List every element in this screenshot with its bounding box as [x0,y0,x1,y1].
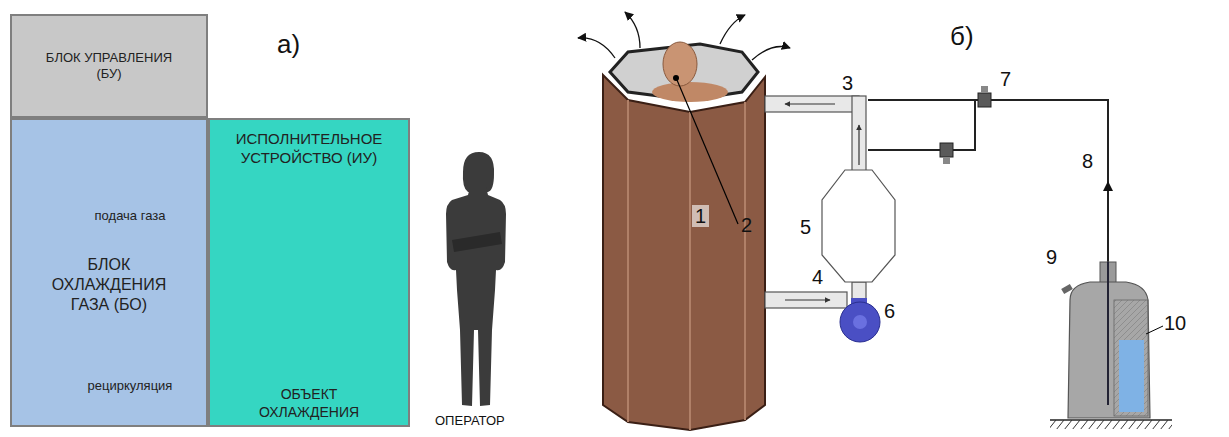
blower [840,298,880,342]
patient-head [652,42,728,102]
valve [943,157,950,164]
panel-label: б) [950,22,974,51]
heat-exchanger [822,170,895,282]
valve [978,93,991,107]
ground-hatch [1050,420,1172,429]
callout-number: 5 [800,216,811,238]
patient-head [673,75,679,81]
gas-outflow-arrow [720,15,745,44]
valve [940,143,953,157]
callout-number: 4 [812,266,823,288]
patient-head [652,82,728,102]
flow-arrow [1107,182,1109,232]
operator-silhouette [446,152,506,406]
cryo-chamber [744,102,746,420]
dewar [1114,300,1148,416]
blower [853,315,867,329]
block-caption: ОБЪЕКТ ОХЛАЖДЕНИЯ [230,386,388,421]
dewar [1119,340,1144,412]
flow-arrow [785,299,830,300]
block-title: БЛОК УПРАВЛЕНИЯ (БУ) [32,50,186,83]
ground-hatch [1050,420,1172,429]
callout-number: 9 [1046,246,1057,268]
flow-arrow [858,125,859,165]
operator-silhouette [446,187,506,406]
leader-line [1146,326,1163,334]
callout-number: 10 [1164,312,1186,334]
operator-silhouette [452,232,502,252]
callout-number: 7 [1000,68,1011,90]
pipe [765,292,847,308]
blower [840,302,880,342]
pipe [765,96,859,112]
operator-silhouette [463,152,494,192]
figure-caption: ОПЕРАТОР [435,414,505,428]
edge-label: подача газа [95,208,166,223]
callout-number: 8 [1082,150,1093,172]
valve [981,86,988,93]
callout-number: 6 [884,300,895,322]
leader-line [677,80,738,224]
cryo-chamber [603,44,765,430]
cryo-chamber [689,112,691,430]
patient-head [663,42,697,86]
gas-outflow-arrow [752,47,790,61]
valve [940,86,991,164]
gas-outflow-arrow [578,38,615,58]
callout-number: 1 [692,205,709,227]
gas-outflow-arrow [578,12,790,60]
control-block: БЛОК УПРАВЛЕНИЯ (БУ) [10,14,208,118]
cryo-chamber [627,100,629,422]
actuator-block: ИСПОЛНИТЕЛЬНОЕ УСТРОЙСТВО (ИУ) ОБЪЕКТ ОХЛ… [208,118,410,427]
callout-number: 2 [741,214,752,236]
gas-outflow-arrow [625,12,640,48]
dewar [1061,284,1073,294]
block-title: ИСПОЛНИТЕЛЬНОЕ УСТРОЙСТВО (ИУ) [218,130,400,168]
panel-label: а) [277,30,300,59]
flow-arrow [785,103,835,104]
supply-line [868,100,1108,268]
edge-label: рециркуляция [88,378,173,393]
dewar [1107,262,1109,405]
pipe [852,96,866,172]
block-title: БЛОК ОХЛАЖДЕНИЯ ГАЗА (БО) [42,255,176,315]
dewar [1061,262,1150,418]
callout-number: 3 [842,72,853,94]
cryo-chamber [603,75,765,430]
